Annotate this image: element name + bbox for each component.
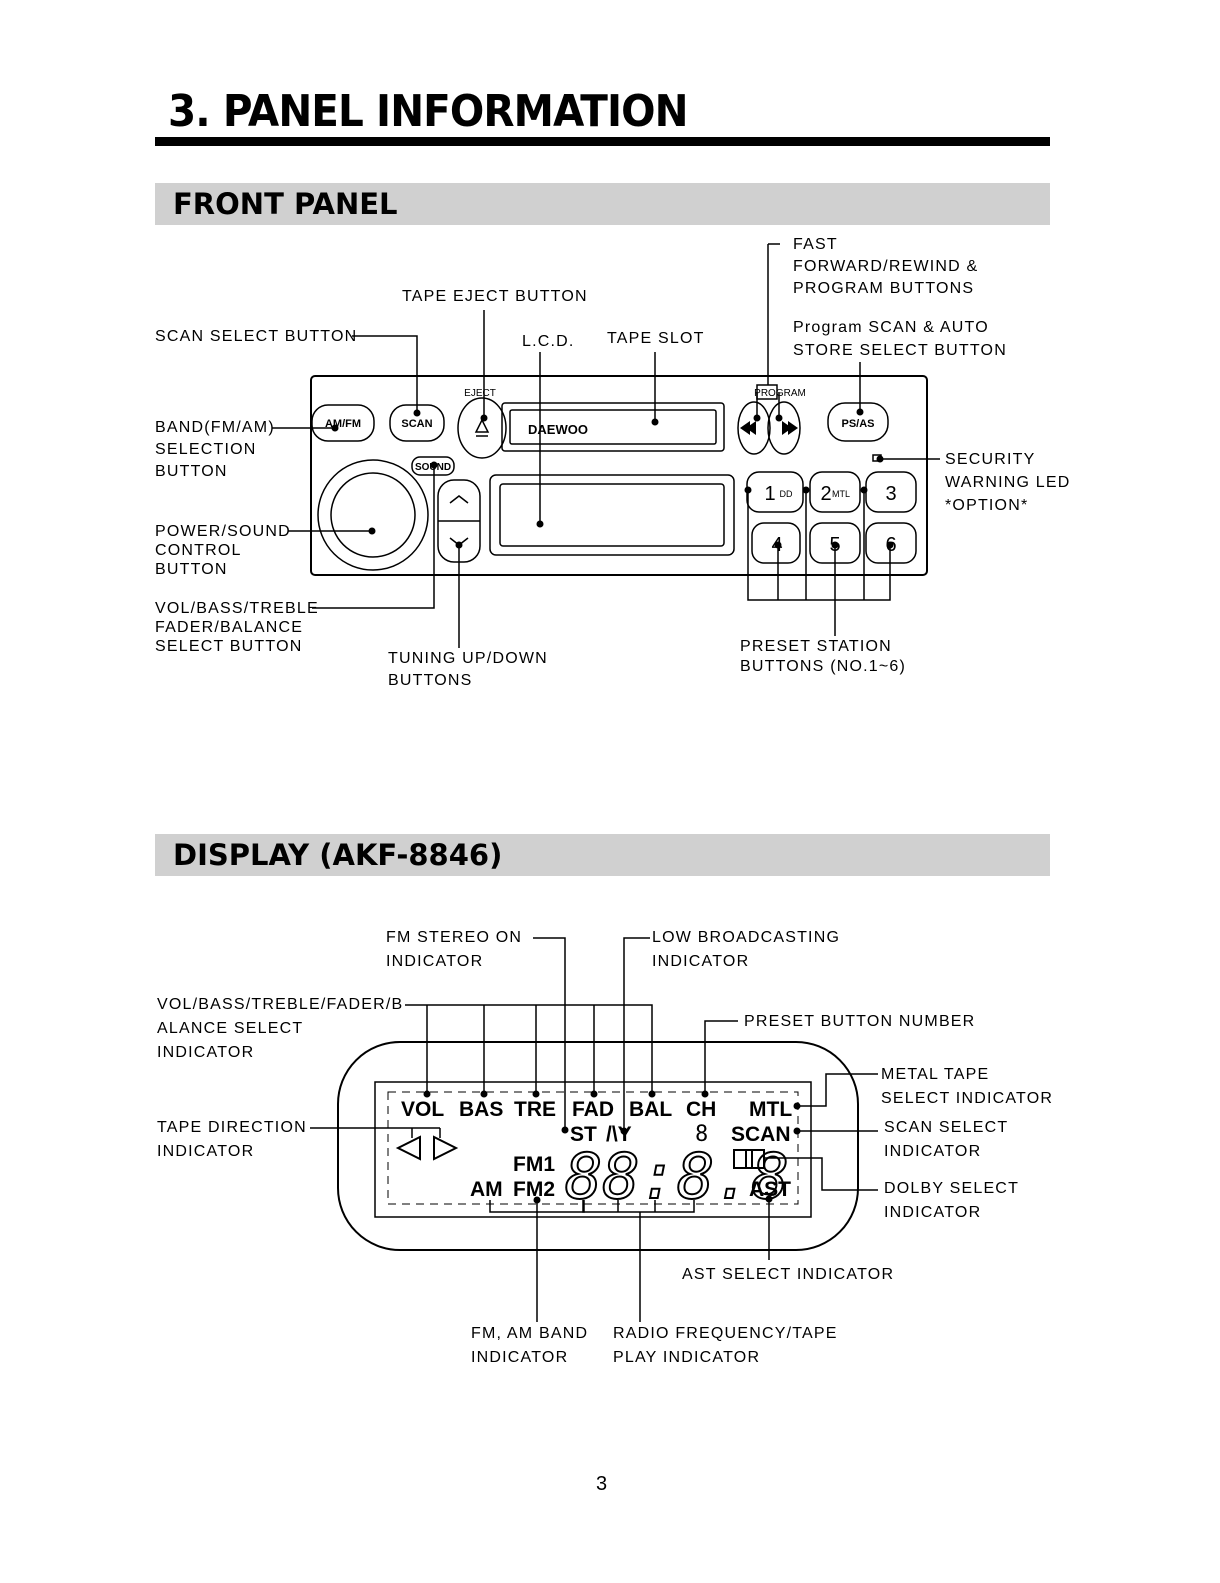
preset-2-label: 2	[820, 483, 831, 505]
am-fm-button	[311, 404, 375, 442]
tuning-label: TUNING UP/DOWN BUTTONS	[388, 650, 548, 689]
band-selection-label: BAND(FM/AM) SELECTION BUTTON	[155, 419, 275, 480]
fast-forward-button	[767, 401, 801, 455]
lcd-scan: SCAN	[731, 1123, 791, 1146]
security-led-label: SECURITY WARNING LED *OPTION*	[945, 451, 1071, 514]
front-panel-header: FRONT PANEL	[155, 183, 1050, 225]
vol-bass-label: VOL/BASS/TREBLE FADER/BALANCE SELECT BUT…	[155, 600, 319, 655]
lcd-ch-digit: 8	[695, 1122, 708, 1147]
low-broadcasting-label: LOW BROADCASTING INDICATOR	[652, 929, 841, 970]
brand-marking: DAEWOO	[528, 422, 588, 437]
front-panel-heading: FRONT PANEL	[173, 187, 398, 221]
tape-direction-label: TAPE DIRECTION INDICATOR	[157, 1119, 307, 1160]
ps-as-marking: PS/AS	[841, 418, 874, 430]
fast-forward-label: FAST FORWARD/REWIND & PROGRAM BUTTONS	[793, 236, 979, 297]
tape-eject-label: TAPE EJECT BUTTON	[402, 288, 588, 305]
fm-am-band-label: FM, AM BAND INDICATOR	[471, 1325, 589, 1366]
lcd-am: AM	[470, 1178, 503, 1201]
dolby-indicator-label: DOLBY SELECT INDICATOR	[884, 1180, 1020, 1221]
fm-stereo-label: FM STEREO ON INDICATOR	[386, 929, 523, 970]
lcd-fm2: FM2	[513, 1178, 555, 1201]
preset-3-label: 3	[885, 483, 896, 505]
lcd-housing	[337, 1041, 859, 1251]
scan-marking: SCAN	[401, 418, 432, 430]
lcd-fm1: FM1	[513, 1153, 555, 1176]
lcd-vol: VOL	[401, 1098, 444, 1121]
vol-select-indicator-label: VOL/BASS/TREBLE/FADER/B ALANCE SELECT IN…	[157, 996, 404, 1061]
lcd-fad: FAD	[572, 1098, 614, 1121]
power-sound-label: POWER/SOUND CONTROL BUTTON	[155, 523, 291, 578]
lcd-bas: BAS	[459, 1098, 503, 1121]
page-title: 3. PANEL INFORMATION	[168, 86, 688, 137]
radio-body	[310, 375, 928, 576]
dolby-icon	[733, 1149, 765, 1169]
scan-select-label: SCAN SELECT BUTTON	[155, 328, 358, 345]
lcd-ast: AST	[749, 1178, 791, 1201]
title-rule	[155, 137, 1050, 146]
scan-indicator-label: SCAN SELECT INDICATOR	[884, 1119, 1009, 1160]
lcd-st: ST	[570, 1123, 597, 1146]
ast-indicator-label: AST SELECT INDICATOR	[682, 1266, 895, 1283]
lcd-mtl: MTL	[749, 1098, 792, 1121]
preset-number-label: PRESET BUTTON NUMBER	[744, 1013, 976, 1030]
preset-2-tag: MTL	[832, 489, 850, 499]
preset-2	[809, 471, 861, 513]
lcd-label: L.C.D.	[522, 333, 575, 350]
preset-1-tag: DD	[780, 489, 793, 499]
display-heading: DISPLAY (AKF-8846)	[173, 838, 503, 872]
eject-button	[457, 397, 507, 459]
power-knob	[317, 459, 429, 571]
program-scan-label: Program SCAN & AUTO STORE SELECT BUTTON	[793, 319, 1007, 359]
lcd-ch: CH	[686, 1098, 716, 1121]
metal-tape-label: METAL TAPE SELECT INDICATOR	[881, 1066, 1054, 1107]
preset-station-label: PRESET STATION BUTTONS (NO.1~6)	[740, 638, 907, 675]
lcd-bal: BAL	[629, 1098, 672, 1121]
radio-frequency-label: RADIO FREQUENCY/TAPE PLAY INDICATOR	[613, 1325, 838, 1366]
preset-4	[751, 522, 801, 564]
eject-marking: EJECT	[464, 388, 496, 399]
lcd-window	[489, 474, 735, 556]
program-marking: PROGRAM	[754, 388, 806, 399]
lcd-tre: TRE	[514, 1098, 556, 1121]
lcd-screen	[374, 1081, 812, 1218]
ps-as-button	[827, 402, 889, 442]
preset-1-label: 1	[764, 483, 775, 505]
tape-slot	[501, 402, 725, 452]
tape-slot-label: TAPE SLOT	[607, 330, 705, 347]
rewind-button	[737, 401, 771, 455]
display-header: DISPLAY (AKF-8846)	[155, 834, 1050, 876]
front-panel-diagram: AM/FM SCAN EJECT PROGRAM DAEWOO PS/AS SO…	[272, 243, 940, 648]
tape-direction-arrows	[395, 1135, 459, 1161]
preset-6	[865, 522, 917, 564]
sound-button	[411, 456, 455, 476]
page-number: 3	[596, 1473, 608, 1495]
